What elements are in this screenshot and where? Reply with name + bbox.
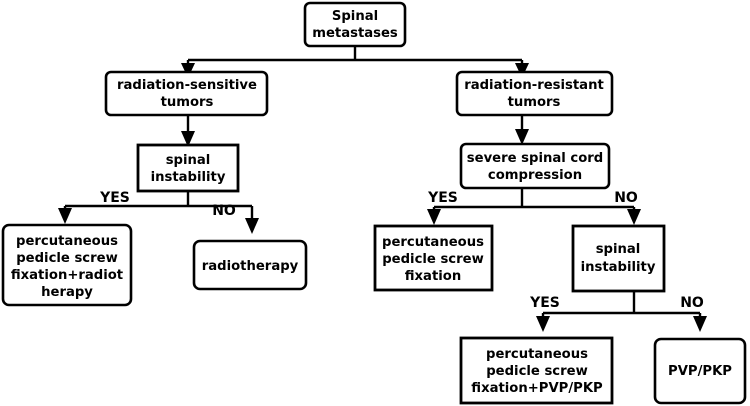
edge-root-split [188,46,522,62]
node-pss-fixation-radiotherapy[interactable]: percutaneous pedicle screw fixation+radi… [1,223,133,307]
node-spinal-instability-right-box [571,224,666,293]
node-pvp-pkp-box [653,337,747,405]
node-pss-fixation-line2: pedicle screw [382,252,484,267]
edge-label-left-yes: YES [99,190,130,206]
edge-sensitive-to-instability [181,115,195,147]
edge-label-right-inner-no: NO [680,295,704,311]
node-radiation-resistant-tumors[interactable]: radiation-resistant tumors [455,70,614,117]
node-pss-fixation-pvp-pkp[interactable]: percutaneous pedicle screw fixation+PVP/… [459,336,614,405]
node-radiation-sensitive-line1: radiation-sensitive [117,78,257,93]
edge-root-to-sensitive [181,60,195,78]
node-spinal-instability-left[interactable]: spinal instability [136,143,240,193]
node-radiotherapy[interactable]: radiotherapy [192,239,308,291]
node-pss-radiotherapy-line1: percutaneous [16,234,118,249]
node-severe-spinal-cord-compression[interactable]: severe spinal cord compression [459,142,611,190]
node-spinal-instability-left-line1: spinal [166,153,211,168]
node-pss-fixation-box [373,224,494,292]
node-pss-pvp-box [459,336,614,405]
edge-resistant-to-compression [515,115,529,145]
node-severe-compression-line2: compression [488,168,582,183]
node-spinal-metastases-box [303,1,407,48]
edge-compression-split [427,188,641,225]
node-radiation-resistant-line1: radiation-resistant [464,78,604,93]
node-pss-radiotherapy-line3: fixation+radiot [11,268,123,283]
node-spinal-instability-right-line2: instability [581,260,656,275]
node-spinal-metastases-line1: Spinal [332,9,378,24]
edge-root-to-resistant [515,60,529,78]
node-severe-compression-box [459,142,611,190]
node-severe-compression-line1: severe spinal cord [467,151,603,166]
node-pss-pvp-line3: fixation+PVP/PKP [471,381,603,396]
edge-label-right-inner-yes: YES [529,295,560,311]
node-pss-radiotherapy-box [1,223,133,307]
node-radiotherapy-box [192,239,308,291]
node-spinal-metastases-line2: metastases [312,26,398,41]
node-spinal-metastases[interactable]: Spinal metastases [303,1,407,48]
node-pss-fixation[interactable]: percutaneous pedicle screw fixation [373,224,494,292]
node-pvp-pkp-label: PVP/PKP [668,364,732,379]
node-radiation-resistant-line2: tumors [508,95,561,110]
node-spinal-instability-left-line2: instability [151,170,226,185]
node-spinal-instability-left-box [136,143,240,193]
node-pss-fixation-line1: percutaneous [382,235,484,250]
node-spinal-instability-right[interactable]: spinal instability [571,224,666,293]
node-radiation-resistant-box [455,70,614,117]
node-pss-radiotherapy-line2: pedicle screw [16,251,118,266]
edge-label-left-no: NO [212,203,236,219]
node-pss-pvp-line2: pedicle screw [486,364,588,379]
node-radiation-sensitive-line2: tumors [161,95,214,110]
edge-right-instability-split [536,291,707,332]
node-pss-radiotherapy-line4: herapy [41,285,93,300]
edge-left-instability-split [58,191,259,234]
node-radiation-sensitive-tumors[interactable]: radiation-sensitive tumors [104,70,269,117]
node-radiation-sensitive-box [104,70,269,117]
node-pss-pvp-line1: percutaneous [486,347,588,362]
edge-label-right-no: NO [614,190,638,206]
node-radiotherapy-label: radiotherapy [202,259,299,274]
edge-label-right-yes: YES [427,190,458,206]
node-pvp-pkp[interactable]: PVP/PKP [653,337,747,405]
node-pss-fixation-line3: fixation [405,269,461,284]
node-spinal-instability-right-line1: spinal [596,242,641,257]
